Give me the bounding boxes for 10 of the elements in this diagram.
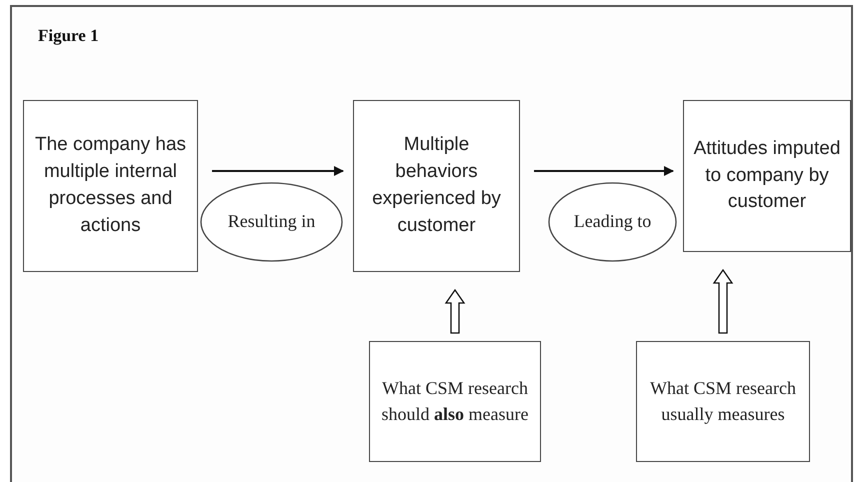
process-box: The company has multiple internal processes and actions — [23, 100, 198, 272]
process-box: Multiple behaviors experienced by customer — [353, 100, 520, 272]
process-box: What CSM research usually measures — [636, 341, 810, 462]
arrow — [212, 166, 344, 176]
figure-title: Figure 1 — [38, 26, 99, 46]
process-box: Attitudes imputed to company by customer — [683, 100, 851, 252]
arrow — [534, 166, 674, 176]
hollow-arrow — [712, 268, 734, 334]
hollow-arrow — [444, 288, 466, 334]
process-box: What CSM research should also measure — [369, 341, 541, 462]
